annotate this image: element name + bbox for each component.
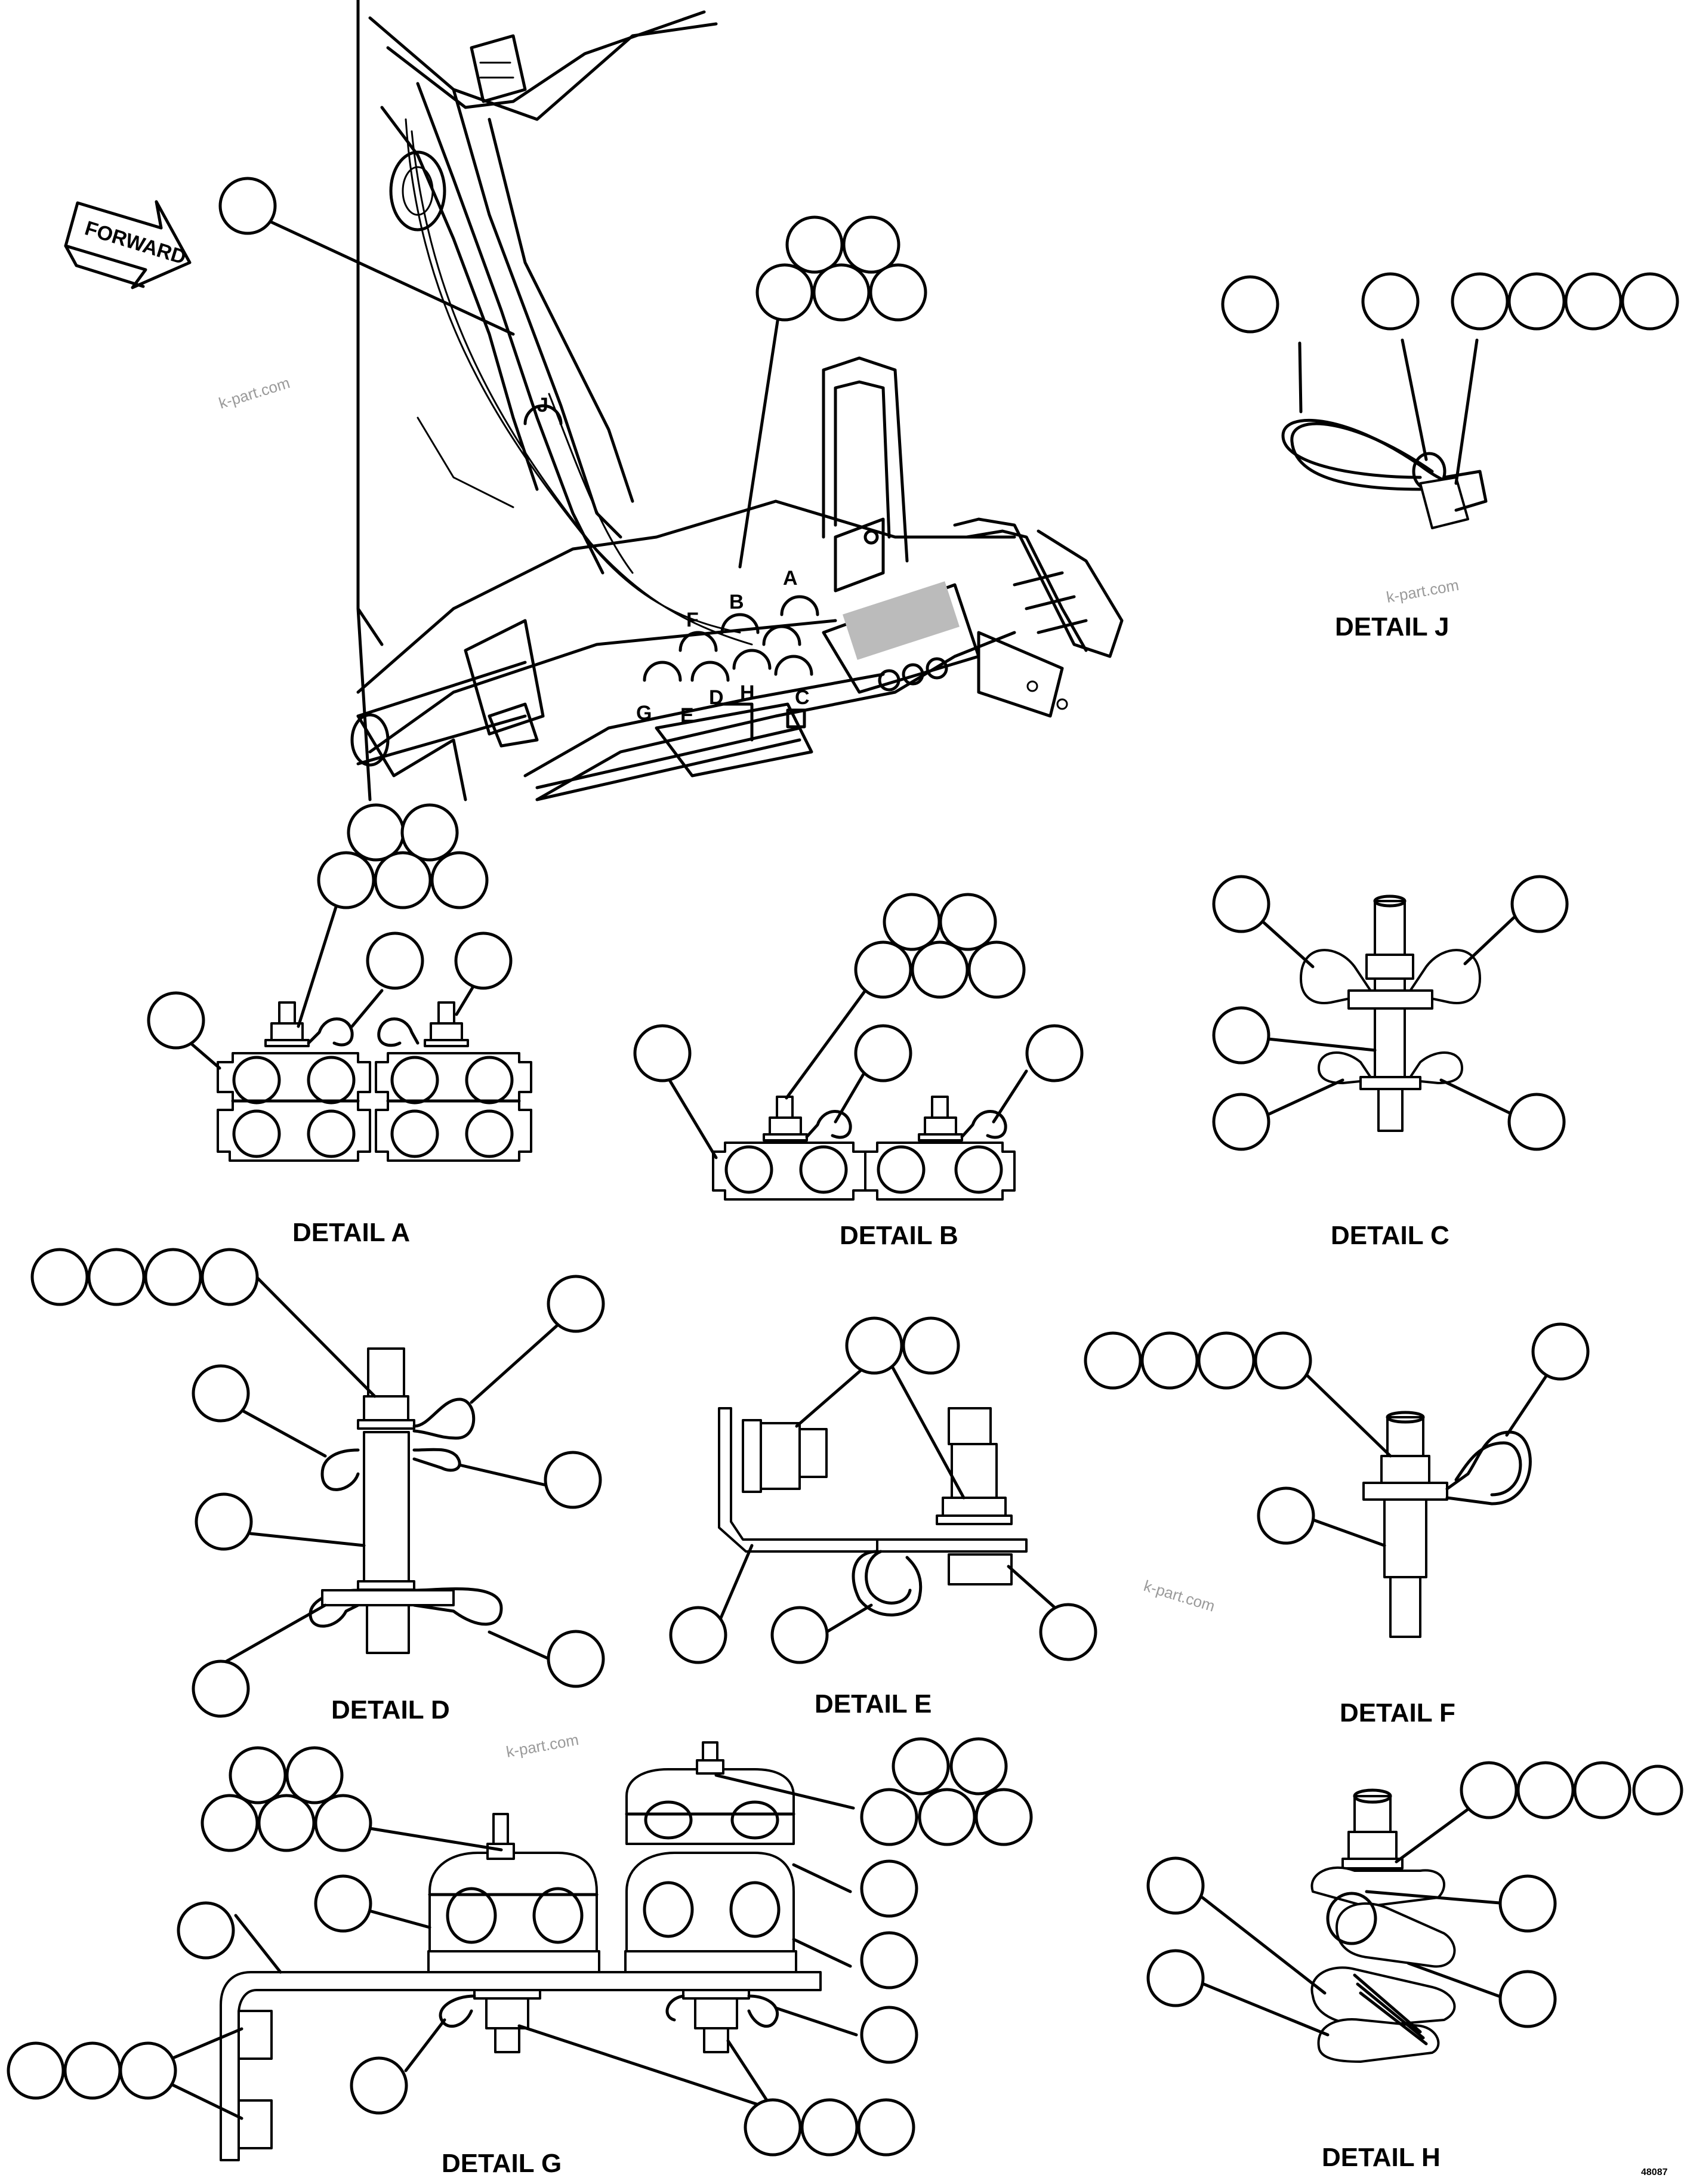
detail-j: DETAIL J	[1221, 272, 1679, 641]
detail-g: DETAIL G	[7, 1737, 1033, 2178]
watermark-3: k-part.com	[1142, 1577, 1217, 1615]
callout-letter-b: B	[729, 591, 744, 613]
sheet-id: 48087	[1641, 2167, 1668, 2177]
detail-h: DETAIL H	[1146, 1761, 1683, 2172]
watermark-4: k-part.com	[505, 1730, 580, 1761]
detail-b: DETAIL B	[633, 893, 1084, 1250]
callout-letter-f: F	[686, 609, 699, 631]
leader-line	[738, 311, 781, 569]
watermark-1: k-part.com	[217, 374, 292, 412]
detail-g-caption: DETAIL G	[442, 2149, 562, 2178]
callout-letter-g: G	[636, 702, 652, 724]
detail-e: DETAIL E	[669, 1316, 1097, 1719]
callout-letter-c: C	[795, 686, 810, 709]
leader-line	[267, 219, 515, 336]
detail-c-caption: DETAIL C	[1331, 1221, 1449, 1250]
detail-a: DETAIL A	[147, 803, 532, 1247]
detail-d: DETAIL D	[30, 1248, 605, 1725]
detail-d-caption: DETAIL D	[331, 1695, 450, 1725]
callout-letter-h: H	[740, 681, 755, 704]
detail-e-caption: DETAIL E	[815, 1689, 932, 1719]
callout-letter-a: A	[783, 567, 798, 590]
detail-f-caption: DETAIL F	[1340, 1698, 1455, 1728]
detail-b-caption: DETAIL B	[840, 1221, 958, 1250]
detail-c: DETAIL C	[1212, 875, 1569, 1250]
callout-bubbles-main	[218, 177, 927, 322]
callout-letter-d: D	[709, 686, 724, 709]
detail-j-caption: DETAIL J	[1335, 612, 1449, 641]
watermark-2: k-part.com	[1385, 576, 1460, 606]
callout-letter-j: J	[537, 394, 548, 417]
machine-overview: J F B A C G E D H	[350, 0, 1124, 801]
detail-h-caption: DETAIL H	[1322, 2143, 1441, 2172]
forward-arrow-icon: FORWARD	[64, 200, 192, 289]
callout-letter-e: E	[680, 704, 694, 727]
forward-label: FORWARD	[82, 217, 189, 269]
detail-a-caption: DETAIL A	[292, 1218, 410, 1247]
detail-f: DETAIL F	[1084, 1322, 1590, 1728]
